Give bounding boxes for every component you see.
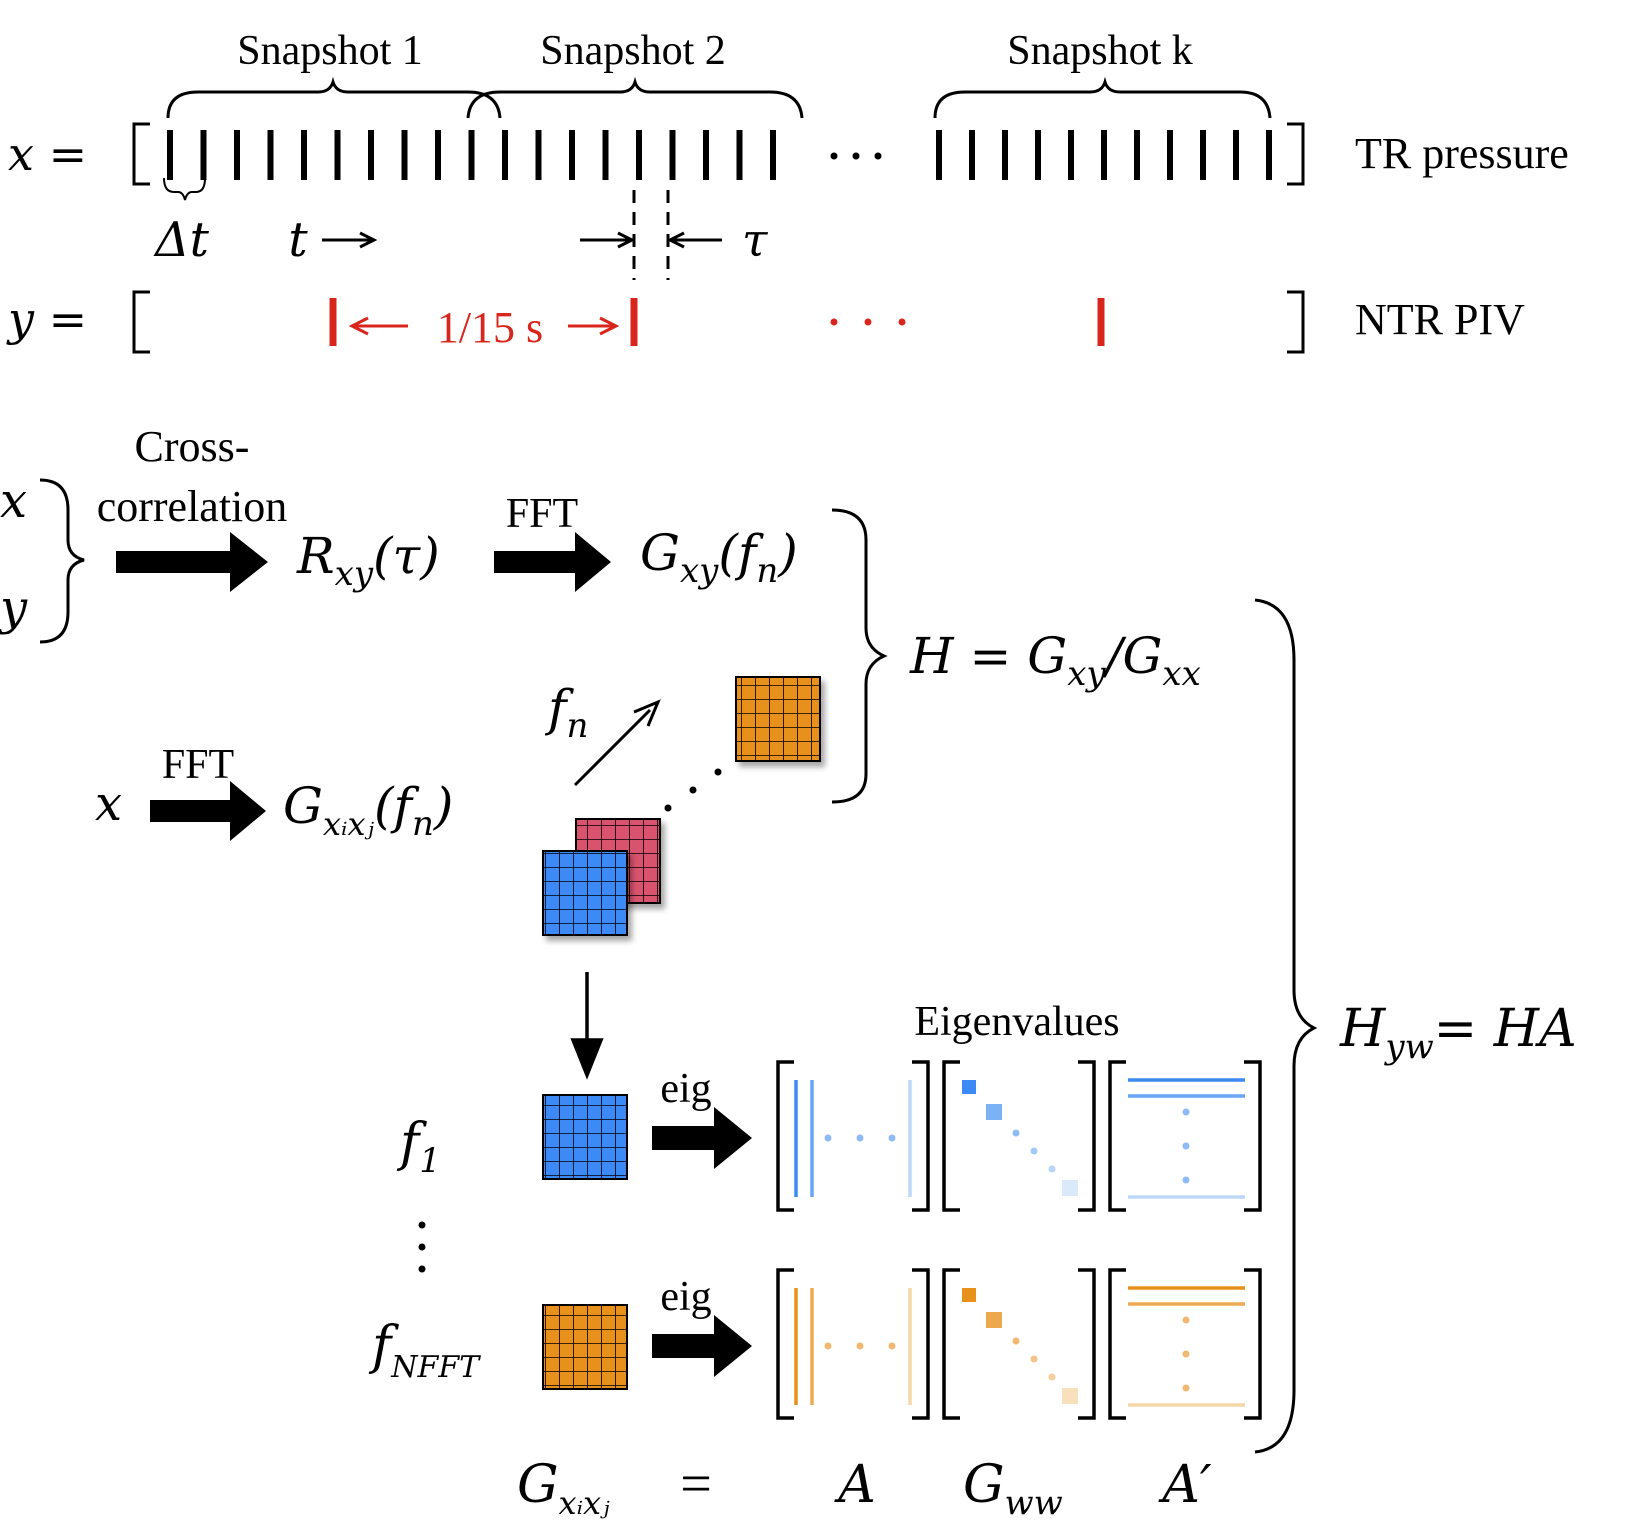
ntr-piv-label: NTR PIV <box>1355 295 1525 344</box>
gxixj-term: Gxᵢxⱼ(fn) <box>283 777 453 844</box>
eig-label-1: eig <box>660 1066 711 1112</box>
fn-label: fn <box>544 679 588 746</box>
snapshot-k-brace <box>933 76 1272 119</box>
fft-label-2: FFT <box>162 742 234 788</box>
x-right-bracket <box>1287 122 1305 186</box>
hyw-brace <box>1254 598 1318 1454</box>
cross-label-line2: correlation <box>97 482 288 531</box>
orange-decomposition <box>776 1268 1262 1420</box>
eigen-section: Eigenvalues f1 eig fNFFT eig <box>368 598 1577 1523</box>
eig-arrow-1 <box>652 1107 752 1169</box>
blue-eigenvector-transpose <box>1108 1060 1262 1212</box>
x-left-bracket <box>132 122 150 186</box>
cross-label-line1: Cross- <box>135 422 250 471</box>
orange-matrix-top <box>735 676 821 762</box>
blue-matrix-f1 <box>542 1094 628 1180</box>
input-brace <box>39 478 85 644</box>
h-brace <box>831 508 888 804</box>
h-equation: H = Gxy/Gxx <box>909 627 1201 694</box>
fft-label-1: FFT <box>506 491 578 537</box>
y-equals-label: y = <box>6 292 87 346</box>
input-x: x <box>0 473 27 529</box>
blue-eigenvalue-matrix <box>942 1060 1096 1212</box>
t-arrow <box>322 231 378 249</box>
snapshot-k-label: Snapshot k <box>1007 28 1193 74</box>
snapshot-1-label: Snapshot 1 <box>237 28 423 74</box>
eig-label-2: eig <box>660 1274 711 1320</box>
y-left-bracket <box>132 290 150 354</box>
f1-label: f1 <box>396 1113 441 1181</box>
orange-eigenvector-transpose <box>1108 1268 1262 1420</box>
input-y: y <box>0 580 28 636</box>
blue-decomposition <box>776 1060 1262 1212</box>
dt-brace <box>163 177 206 201</box>
gxixj-lhs: Gxᵢxⱼ <box>517 1455 610 1522</box>
t-label: t <box>288 212 308 268</box>
a-label: A <box>834 1455 876 1515</box>
tau-arrow-right <box>580 231 636 249</box>
orange-matrix-fnfft <box>542 1304 628 1390</box>
cross-correlation-arrow <box>116 532 268 592</box>
snapshot-2-brace <box>466 76 804 119</box>
piv-interval-label: 1/15 s <box>437 303 543 352</box>
frequency-vdots <box>418 1221 426 1273</box>
equals-sign: = <box>680 1453 712 1515</box>
tau-label: τ <box>742 213 769 267</box>
input-x-2: x <box>95 776 122 832</box>
x-ellipsis <box>830 152 882 160</box>
tau-arrow-left <box>666 231 722 249</box>
fft-arrow-2 <box>150 781 266 841</box>
y-right-bracket <box>1287 290 1305 354</box>
blue-eigenvector-matrix <box>776 1060 930 1212</box>
down-arrow <box>570 972 604 1080</box>
hyw-equation: Hyw= HA <box>1339 999 1577 1067</box>
fn-direction-arrow <box>573 699 661 787</box>
snapshot-1-brace <box>166 76 502 119</box>
x-equals-label: x = <box>8 127 87 181</box>
stack-ellipsis <box>664 768 722 812</box>
y-ellipsis <box>830 318 906 326</box>
fnfft-label: fNFFT <box>368 1316 481 1385</box>
gxy-term: Gxy(fn) <box>640 524 798 591</box>
timeline: Snapshot 1 Snapshot 2 Snapshot k x = TR … <box>6 28 1569 354</box>
blue-matrix-stack <box>542 850 628 936</box>
orange-eigenvector-matrix <box>776 1268 930 1420</box>
pipeline: x y Cross- correlation Rxy(τ) FFT Gxy(fn… <box>0 422 1201 1080</box>
pressure-samples <box>167 130 1272 180</box>
eig-arrow-2 <box>652 1315 752 1377</box>
fft-arrow-1 <box>494 532 611 592</box>
piv-interval-arrow-right <box>568 316 620 336</box>
rxy-term: Rxy(τ) <box>296 527 440 594</box>
eigenvalues-label: Eigenvalues <box>914 999 1119 1045</box>
dt-label: Δt <box>153 212 210 268</box>
orange-eigenvalue-matrix <box>942 1268 1096 1420</box>
tr-pressure-label: TR pressure <box>1355 129 1569 178</box>
piv-interval-arrow-left <box>348 316 408 336</box>
a-prime-label: A′ <box>1158 1455 1212 1515</box>
snapshot-2-label: Snapshot 2 <box>540 28 726 74</box>
gww-label: Gww <box>963 1455 1063 1523</box>
